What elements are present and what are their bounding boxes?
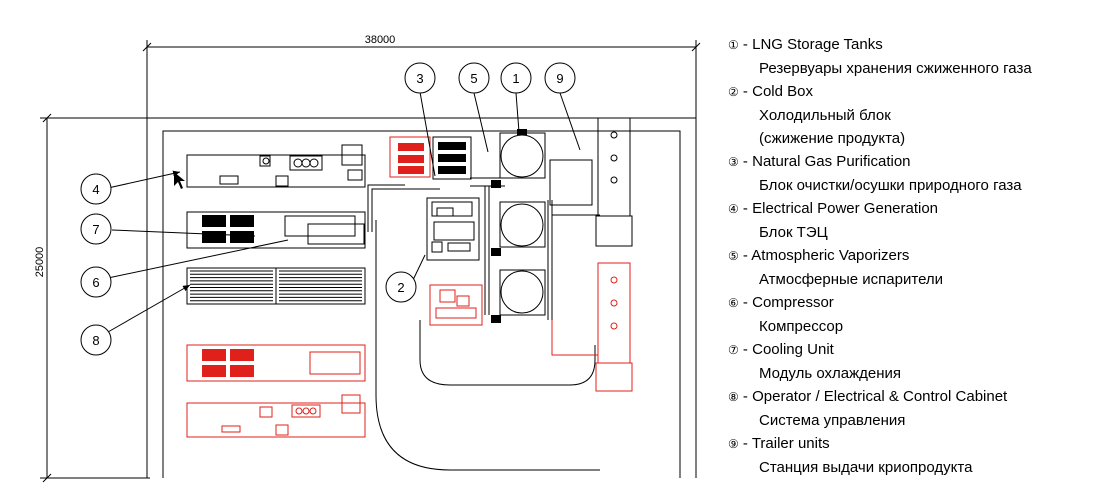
callout-label: 4	[92, 182, 99, 197]
legend-number: ⑦	[728, 343, 739, 357]
legend-number: ⑨	[728, 437, 739, 451]
callout-label: 7	[92, 222, 99, 237]
callout-label: 9	[556, 71, 563, 86]
legend-title: ⑤ - Atmospheric Vaporizers	[728, 247, 910, 264]
planned-purification	[389, 136, 431, 178]
vaporizer-heads	[491, 129, 527, 323]
callout-label: 1	[512, 71, 519, 86]
legend-title: ⑦ - Cooling Unit	[728, 341, 834, 358]
gas-purification-fill	[438, 142, 466, 174]
legend-russian: Система управления	[759, 412, 906, 429]
legend-number: ⑤	[728, 249, 739, 263]
legend-english: Electrical Power Generation	[752, 200, 939, 217]
width-dimension-label: 38000	[365, 34, 396, 46]
height-dimension	[40, 113, 150, 483]
cursor-icon	[174, 172, 185, 189]
height-dimension-label: 25000	[34, 247, 46, 278]
power-generation-block	[186, 144, 366, 188]
cooling-fans	[202, 215, 254, 243]
site-plan-drawing: 38000 25000	[34, 34, 701, 483]
piping	[367, 177, 600, 320]
legend-russian: Холодильный блок	[759, 107, 891, 124]
operator-cabinet-block	[186, 267, 366, 305]
legend-number: ③	[728, 155, 739, 169]
planned-block-2	[186, 394, 366, 438]
legend-title: ④ - Electrical Power Generation	[728, 200, 939, 217]
legend-english: Natural Gas Purification	[752, 153, 911, 170]
legend-item: ⑧ - Operator / Electrical & Control Cabi…	[728, 385, 1100, 432]
legend-english: Trailer units	[751, 435, 830, 452]
legend-english: Operator / Electrical & Control Cabinet	[752, 388, 1008, 405]
legend-title: ⑧ - Operator / Electrical & Control Cabi…	[728, 388, 1008, 405]
callout-label: 2	[397, 280, 404, 295]
legend-title: ① - LNG Storage Tanks	[728, 36, 883, 53]
callout-leaders	[107, 91, 581, 333]
compressor-cooling-block	[186, 211, 366, 249]
planned-trailer	[551, 262, 633, 392]
legend-number: ⑧	[728, 390, 739, 404]
trailer-station	[549, 117, 633, 247]
callout-label: 6	[92, 275, 99, 290]
callout-circle	[80, 62, 576, 356]
cold-box	[426, 197, 480, 261]
legend-russian: Атмосферные испарители	[759, 271, 944, 288]
callout-label: 3	[416, 71, 423, 86]
legend-number: ②	[728, 85, 739, 99]
legend-russian: (сжижение продукта)	[759, 130, 906, 147]
legend-title: ② - Cold Box	[728, 83, 813, 100]
lng-storage-tanks	[499, 132, 546, 316]
legend-english: Cooling Unit	[752, 341, 834, 358]
legend-title: ⑥ - Compressor	[728, 294, 834, 311]
legend-number: ④	[728, 202, 739, 216]
planned-process-unit	[429, 284, 483, 326]
site-boundary	[146, 117, 697, 478]
legend-english: Compressor	[752, 294, 834, 311]
callout-label: 5	[470, 71, 477, 86]
legend-russian: Модуль охлаждения	[759, 365, 902, 382]
legend-number: ⑥	[728, 296, 739, 310]
legend-title: ③ - Natural Gas Purification	[728, 153, 911, 170]
width-dimension	[142, 40, 701, 120]
legend-title: ⑨ - Trailer units	[728, 435, 830, 452]
legend-number: ①	[728, 38, 739, 52]
planned-fans	[202, 349, 254, 377]
legend-russian: Резервуары хранения сжиженного газа	[759, 60, 1032, 77]
legend-english: Atmospheric Vaporizers	[751, 247, 910, 264]
gas-purification-unit	[432, 136, 472, 180]
legend-russian: Блок очистки/осушки природного газа	[759, 177, 1022, 194]
legend-russian: Компрессор	[759, 318, 844, 335]
legend-english: Cold Box	[752, 83, 813, 100]
planned-block-1	[186, 344, 366, 382]
access-road	[375, 220, 600, 471]
callout-label: 8	[92, 333, 99, 348]
legend-russian: Станция выдачи криопродукта	[759, 459, 973, 476]
planned-purification-fill	[398, 143, 424, 174]
legend-russian: Блок ТЭЦ	[759, 224, 828, 241]
cabinet-louvers	[190, 270, 362, 302]
legend-english: LNG Storage Tanks	[752, 36, 883, 53]
